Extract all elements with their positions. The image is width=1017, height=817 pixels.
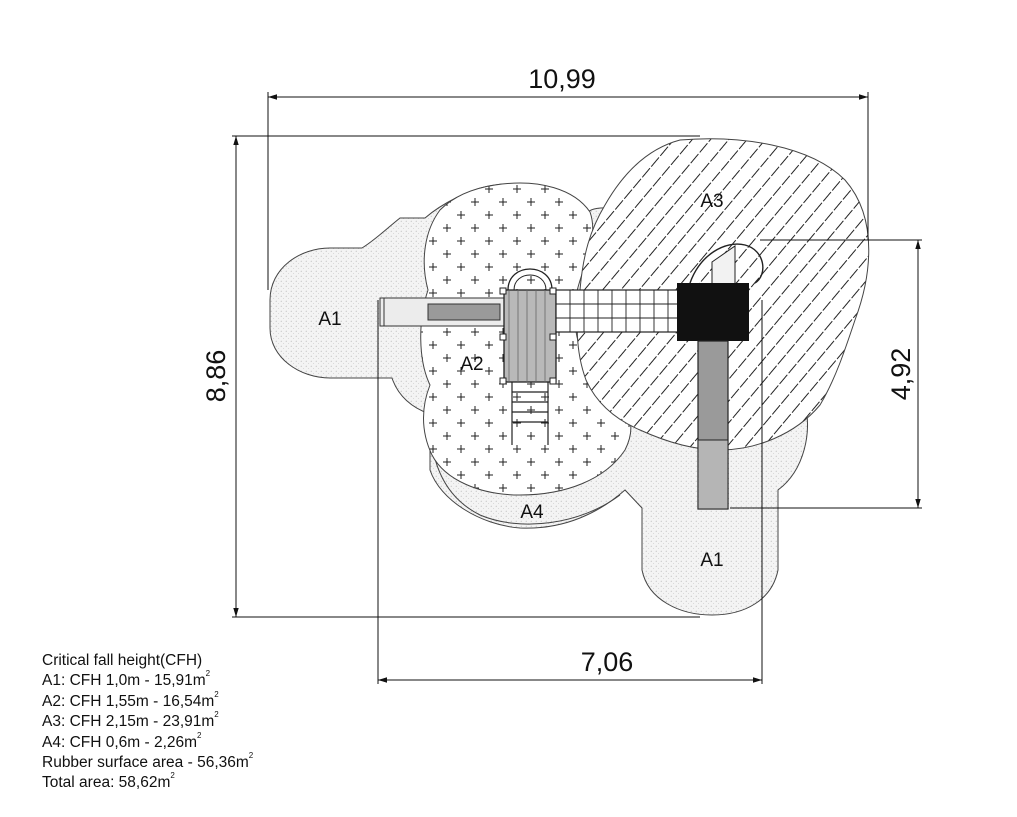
- zone-a2-label: A2: [460, 354, 483, 375]
- zone-a3-label: A3: [700, 191, 723, 212]
- zone-a1-left-label: A1: [318, 309, 341, 330]
- legend-row-a3: A3: CFH 2,15m - 23,91m2: [42, 710, 219, 731]
- legend-row-a2: A2: CFH 1,55m - 16,54m2: [42, 689, 219, 710]
- structure-height-label: 4,92: [886, 348, 916, 401]
- rope-bridge: [555, 289, 679, 333]
- legend-row-total-area: Total area: 58,62m2: [42, 771, 175, 792]
- legend-row-a1: A1: CFH 1,0m - 15,91m2: [42, 669, 211, 690]
- dimension-height-total: [232, 135, 700, 618]
- legend-title: Critical fall height(CFH): [42, 652, 203, 669]
- dimension-lower-width: [377, 300, 763, 684]
- width-total-label: 10,99: [528, 64, 596, 94]
- right-tower: [677, 283, 749, 341]
- left-tower: [503, 289, 557, 383]
- zone-a1-bottom-label: A1: [700, 550, 723, 571]
- zone-a4-label: A4: [520, 502, 544, 523]
- playground-structure: [379, 243, 764, 510]
- height-total-label: 8,86: [201, 350, 231, 403]
- ladder: [511, 382, 549, 445]
- legend-row-a4: A4: CFH 0,6m - 2,26m2: [42, 730, 202, 751]
- dimension-width-total: [267, 92, 869, 290]
- legend-row-rubber-surface: Rubber surface area - 56,36m2: [42, 751, 254, 772]
- area-legend: Critical fall height(CFH) A1: CFH 1,0m -…: [42, 651, 253, 794]
- lower-width-label: 7,06: [581, 647, 634, 677]
